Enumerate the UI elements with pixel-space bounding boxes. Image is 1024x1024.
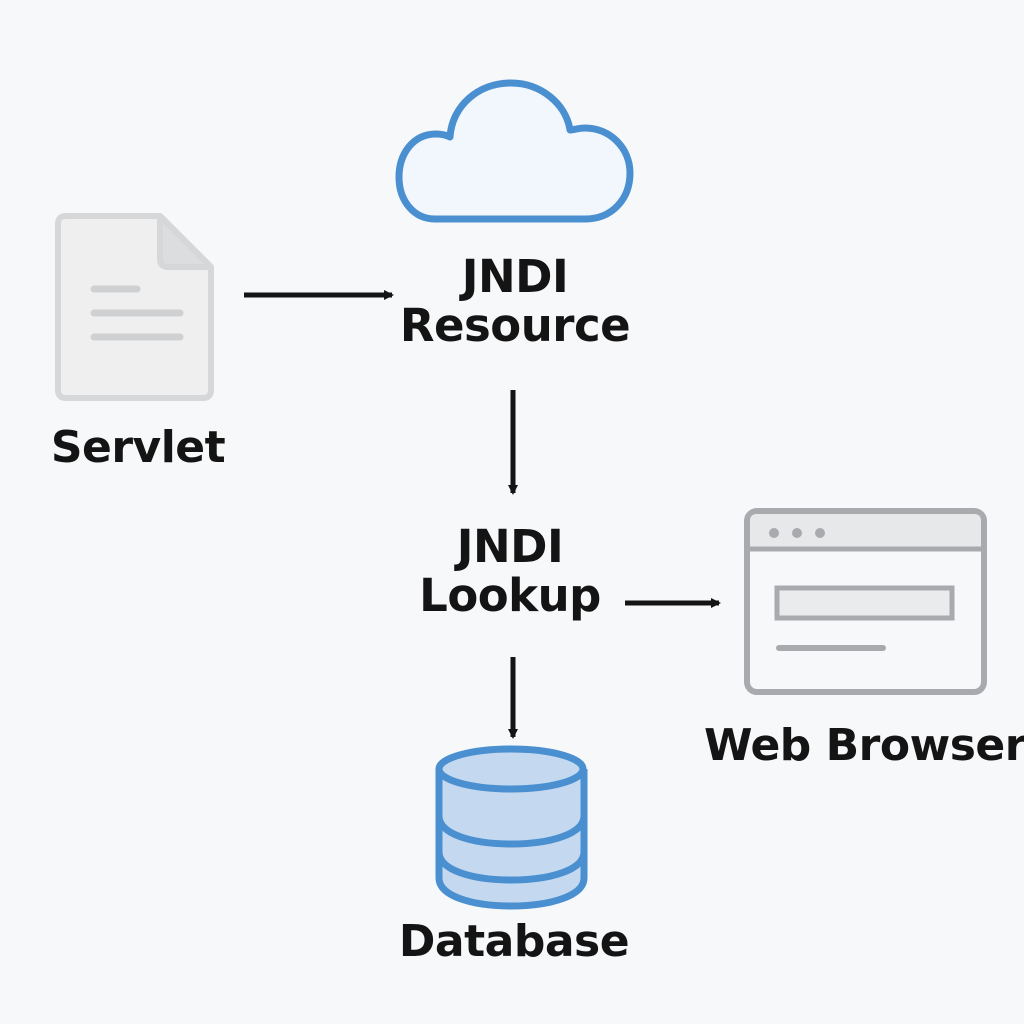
- document-icon: [55, 213, 214, 401]
- jndi-lookup-label: JNDI Lookup: [390, 520, 630, 622]
- jndi-lookup-line2: Lookup: [419, 568, 601, 622]
- servlet-label-text: Servlet: [50, 422, 226, 473]
- browser-window-icon: [744, 508, 987, 695]
- jndi-resource-label: JNDI Resource: [380, 250, 650, 352]
- database-label: Database: [384, 918, 644, 966]
- jndi-resource-line1: JNDI: [461, 250, 569, 303]
- jndi-resource-line2: Resource: [399, 298, 631, 352]
- database-icon: [435, 745, 588, 910]
- database-label-text: Database: [398, 916, 630, 967]
- cloud-icon: [395, 79, 634, 223]
- jndi-lookup-line1: JNDI: [456, 520, 564, 573]
- web-browser-label-text: Web Browser: [704, 720, 1024, 771]
- servlet-label: Servlet: [38, 424, 238, 472]
- web-browser-label: Web Browser: [704, 720, 1024, 771]
